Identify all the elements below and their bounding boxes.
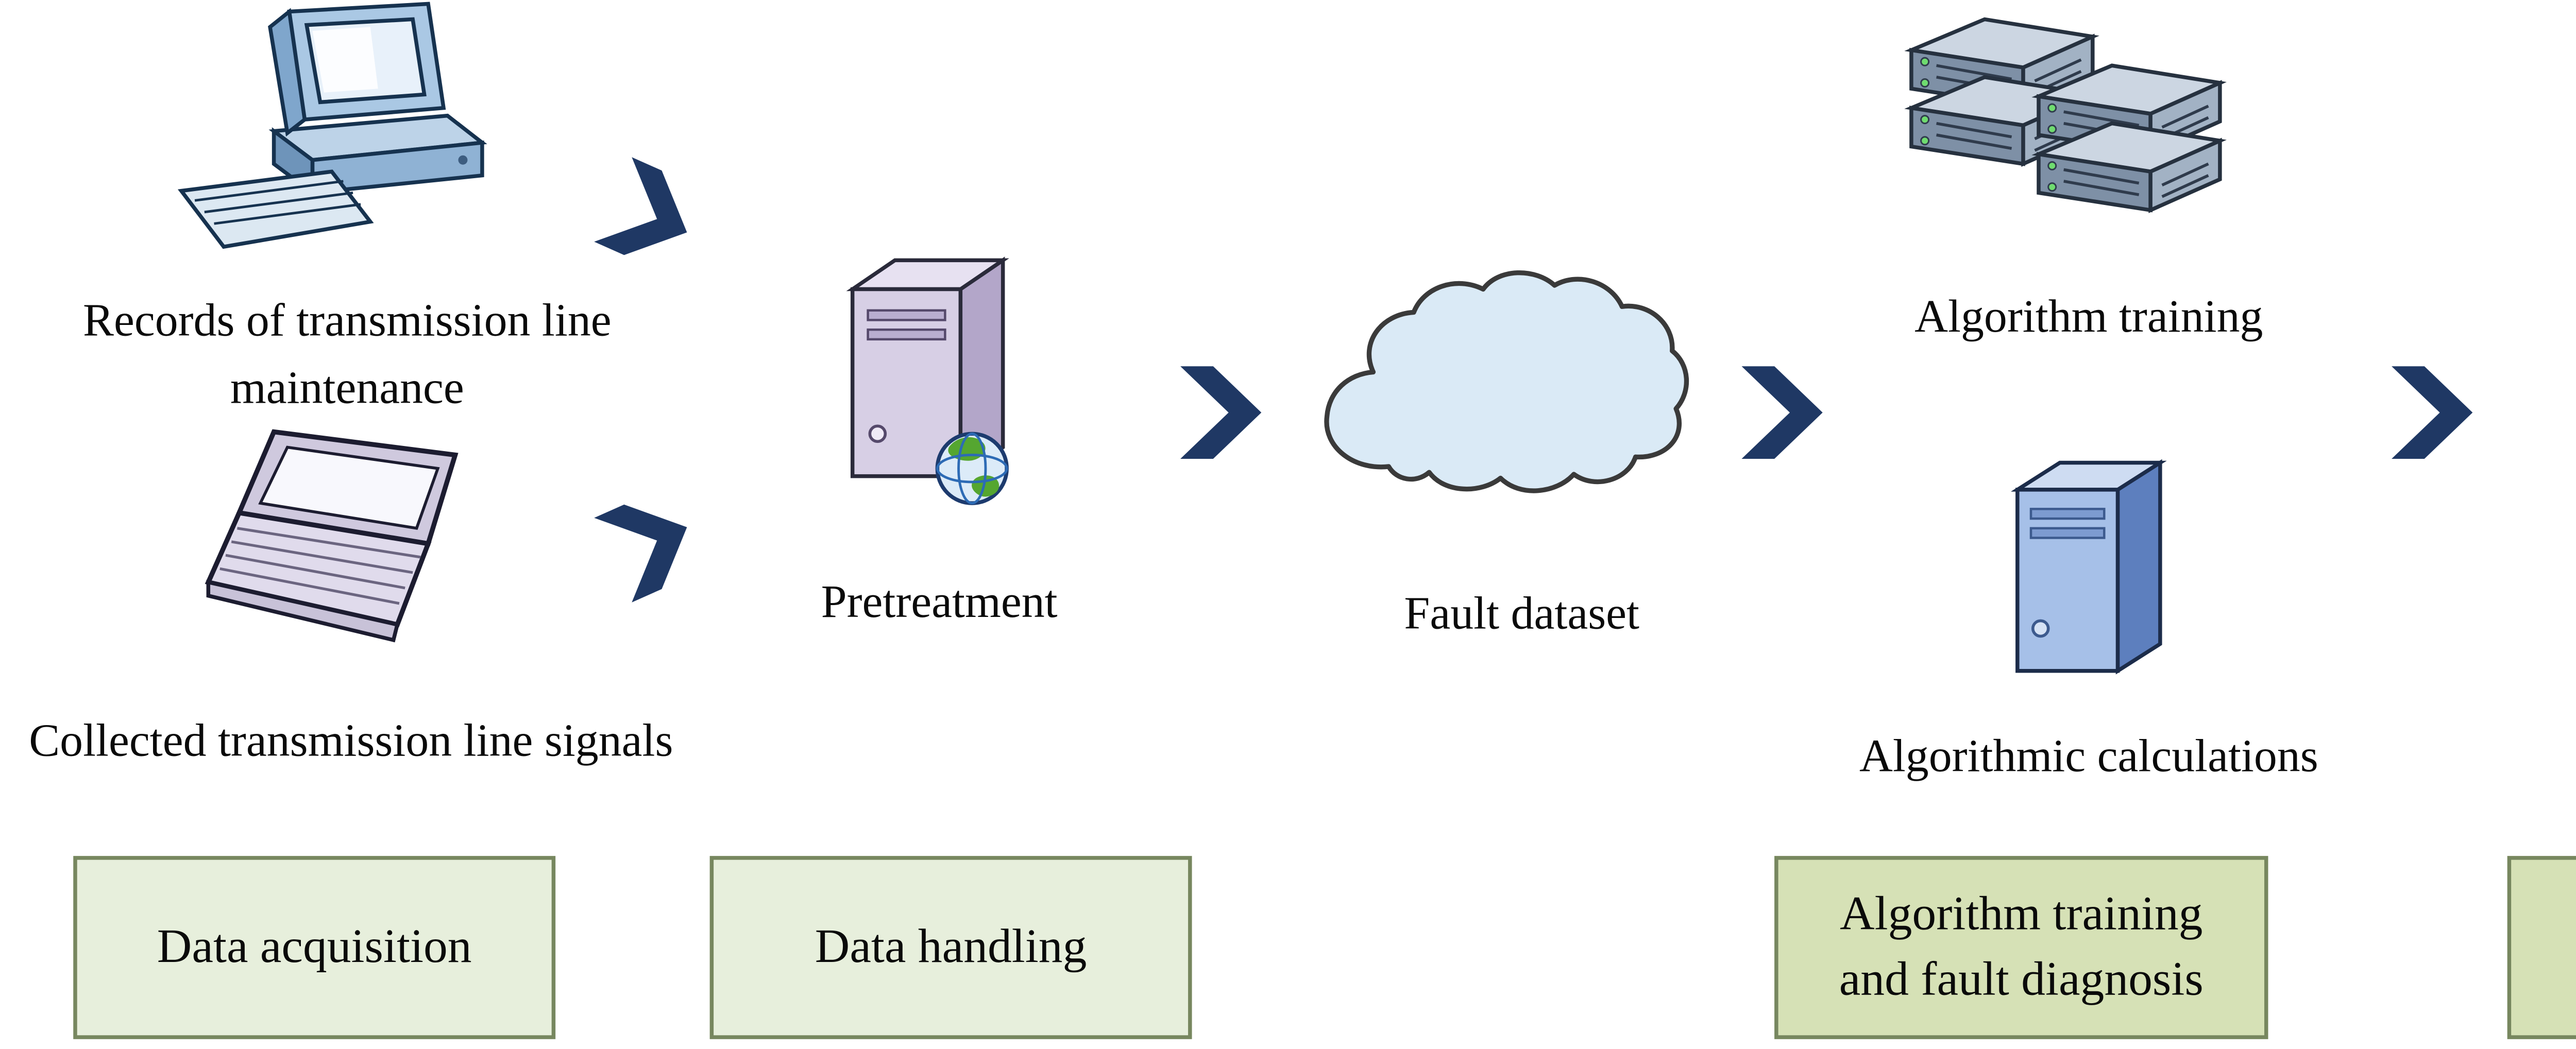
- stage-box-data-handling: Data handling: [709, 856, 1192, 1039]
- server-rack-icon: [1900, 8, 2224, 278]
- server-globe-icon: [825, 243, 1030, 517]
- records-label: Records of transmission line maintenance: [83, 297, 612, 415]
- laptop-icon: [205, 428, 498, 656]
- stage-box-algorithm-training-and-fault-diagnosis: Algorithm training and fault diagnosis: [1774, 856, 2268, 1039]
- stage-box-modelling-verification: Modelling verification: [2507, 856, 2576, 1039]
- server-icon: [1990, 448, 2187, 706]
- algorithm-training-label: Algorithm training: [1914, 293, 2263, 343]
- stage-box-label: Algorithm training and fault diagnosis: [1839, 888, 2204, 1006]
- desktop-computer-icon: [177, 2, 509, 258]
- chevron-right-icon: [594, 485, 706, 603]
- performance-verification-label: Performance verification: [2534, 590, 2576, 725]
- stage-box-data-acquisition: Data acquisition: [73, 856, 556, 1039]
- chevron-right-icon: [594, 157, 706, 274]
- stage-box-label: Data handling: [815, 921, 1087, 973]
- chevron-right-icon: [2392, 366, 2473, 459]
- algorithmic-calculations-label: Algorithmic calculations: [1859, 732, 2318, 783]
- pretreatment-label: Pretreatment: [821, 578, 1058, 629]
- cloud-icon: [1308, 270, 1689, 505]
- stage-box-label: Data acquisition: [157, 921, 472, 973]
- collected-label: Collected transmission line signals: [29, 717, 673, 767]
- chevron-right-icon: [1741, 366, 1823, 459]
- chevron-right-icon: [1180, 366, 1262, 459]
- fault-dataset-label: Fault dataset: [1404, 590, 1640, 640]
